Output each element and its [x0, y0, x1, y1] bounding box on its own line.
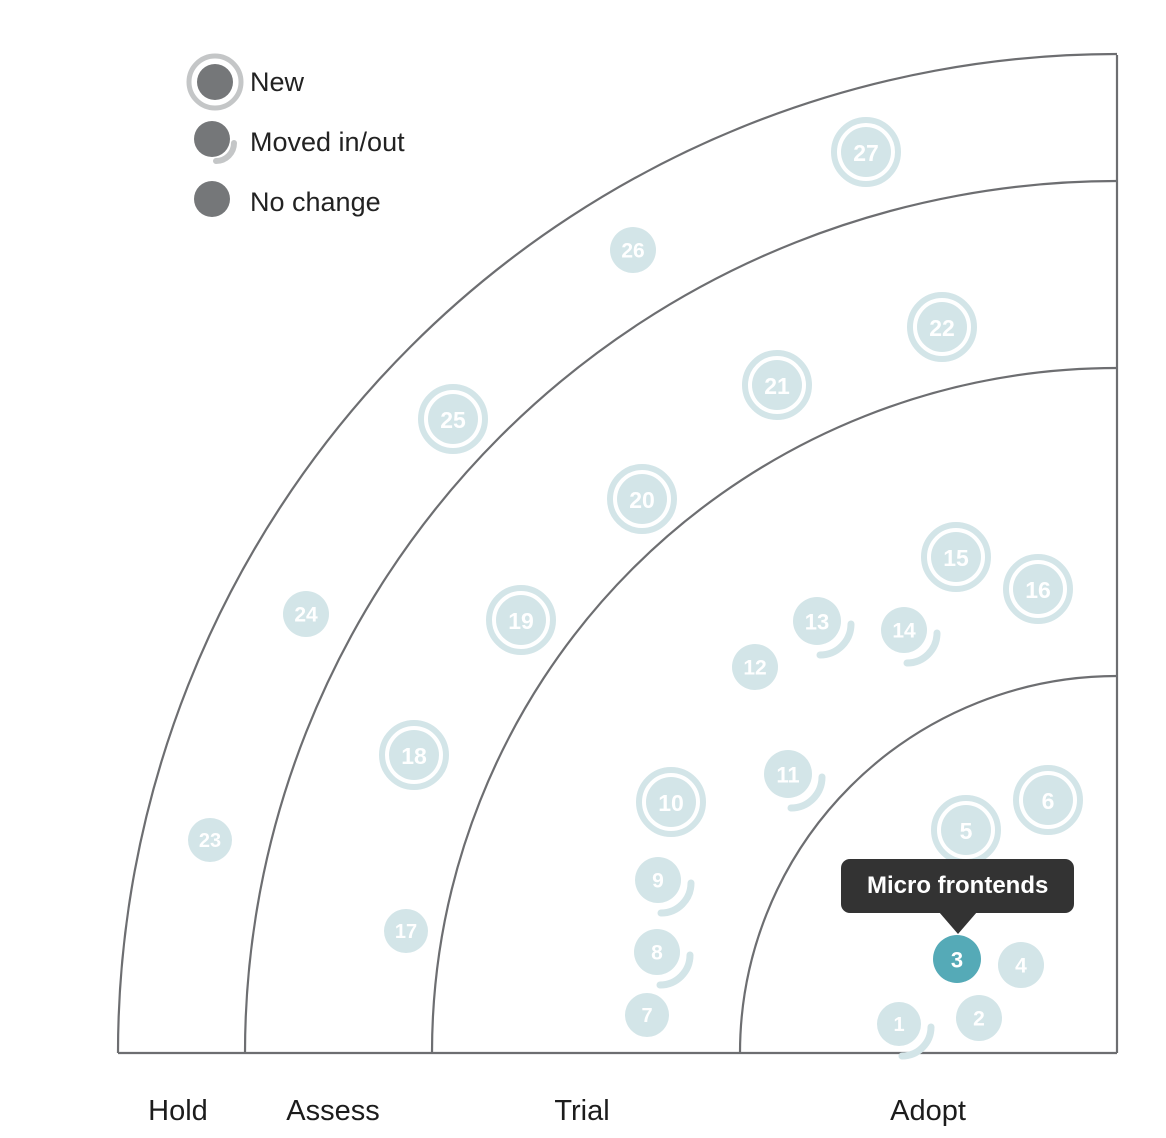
svg-text:14: 14	[892, 620, 916, 643]
radar-blip[interactable]: 2	[942, 981, 1016, 1055]
svg-text:19: 19	[508, 608, 534, 634]
legend-label-nochange: No change	[250, 186, 381, 217]
radar-blip[interactable]: 19	[482, 581, 560, 659]
radar-blip[interactable]: 13	[779, 583, 855, 659]
radar-blip[interactable]: 14	[867, 593, 941, 667]
svg-text:15: 15	[943, 545, 969, 571]
radar-blip[interactable]: 9	[621, 843, 695, 917]
svg-text:27: 27	[853, 140, 879, 166]
ring-label-hold: Hold	[148, 1095, 208, 1127]
radar-blip[interactable]: 1	[863, 988, 935, 1060]
radar-blip[interactable]: 17	[370, 895, 442, 967]
ring-arc-3	[243, 179, 1118, 1054]
ring-label-assess: Assess	[286, 1095, 380, 1127]
legend-item-nochange: No change	[186, 172, 516, 232]
svg-text:20: 20	[629, 487, 655, 513]
legend-marker-nochange-icon	[186, 173, 244, 231]
svg-text:24: 24	[294, 604, 318, 627]
svg-text:5: 5	[960, 818, 973, 844]
radar-blip[interactable]: 12	[718, 630, 792, 704]
radar-blip[interactable]: 11	[750, 736, 826, 812]
radar-blip[interactable]: 5	[927, 791, 1005, 869]
svg-text:2: 2	[973, 1008, 985, 1031]
svg-text:3: 3	[951, 948, 963, 973]
radar-blip[interactable]: 15	[917, 518, 995, 596]
svg-text:26: 26	[621, 240, 644, 263]
legend-label-moved: Moved in/out	[250, 126, 405, 157]
legend-marker-moved-icon	[186, 113, 244, 171]
radar-blip[interactable]: 16	[999, 550, 1077, 628]
svg-text:8: 8	[651, 942, 663, 965]
ring-label-adopt: Adopt	[890, 1095, 966, 1127]
svg-text:17: 17	[395, 921, 417, 943]
ring-arc-1	[738, 674, 1118, 1054]
svg-text:13: 13	[805, 610, 829, 635]
svg-text:1: 1	[893, 1014, 904, 1036]
ring-label-trial: Trial	[554, 1095, 610, 1127]
svg-text:22: 22	[929, 315, 955, 341]
legend-marker-new-icon	[186, 53, 244, 111]
status-legend: New Moved in/out No change	[186, 52, 516, 232]
radar-blip[interactable]: 10	[632, 763, 710, 841]
radar-blip[interactable]: 20	[603, 460, 681, 538]
tooltip-text: Micro frontends	[867, 872, 1049, 899]
tooltip-arrow-icon	[938, 912, 977, 934]
svg-text:16: 16	[1025, 577, 1051, 603]
svg-text:25: 25	[440, 407, 466, 433]
svg-text:7: 7	[641, 1005, 652, 1027]
svg-text:11: 11	[776, 763, 799, 788]
radar-blip[interactable]: 6	[1009, 761, 1087, 839]
radar-blip[interactable]: 7	[611, 979, 683, 1051]
radar-blip[interactable]: 8	[620, 915, 694, 989]
radar-blip[interactable]: 24	[269, 577, 343, 651]
radar-blip[interactable]: 25	[414, 380, 492, 458]
radar-blip[interactable]: 21	[738, 346, 816, 424]
blip-tooltip: Micro frontends	[841, 859, 1075, 934]
radar-blip[interactable]: 22	[903, 288, 981, 366]
svg-text:6: 6	[1042, 788, 1055, 814]
svg-text:23: 23	[199, 830, 221, 852]
radar-blip[interactable]: 23	[174, 804, 246, 876]
radar-blip[interactable]: 26	[596, 213, 670, 287]
svg-text:21: 21	[764, 373, 790, 399]
svg-text:18: 18	[401, 743, 427, 769]
radar-blip[interactable]: 3	[919, 921, 995, 997]
legend-item-new: New	[186, 52, 516, 112]
svg-text:10: 10	[658, 790, 684, 816]
radar-blip[interactable]: 27	[827, 113, 905, 191]
ring-arc-2	[430, 366, 1118, 1054]
radar-blip[interactable]: 4	[984, 928, 1058, 1002]
radar-blip[interactable]: 18	[375, 716, 453, 794]
legend-label-new: New	[250, 66, 305, 97]
ring-arc-4	[116, 52, 1118, 1054]
svg-text:4: 4	[1015, 955, 1027, 978]
legend-item-moved: Moved in/out	[186, 112, 516, 172]
svg-text:9: 9	[652, 870, 664, 893]
svg-text:12: 12	[743, 657, 766, 680]
